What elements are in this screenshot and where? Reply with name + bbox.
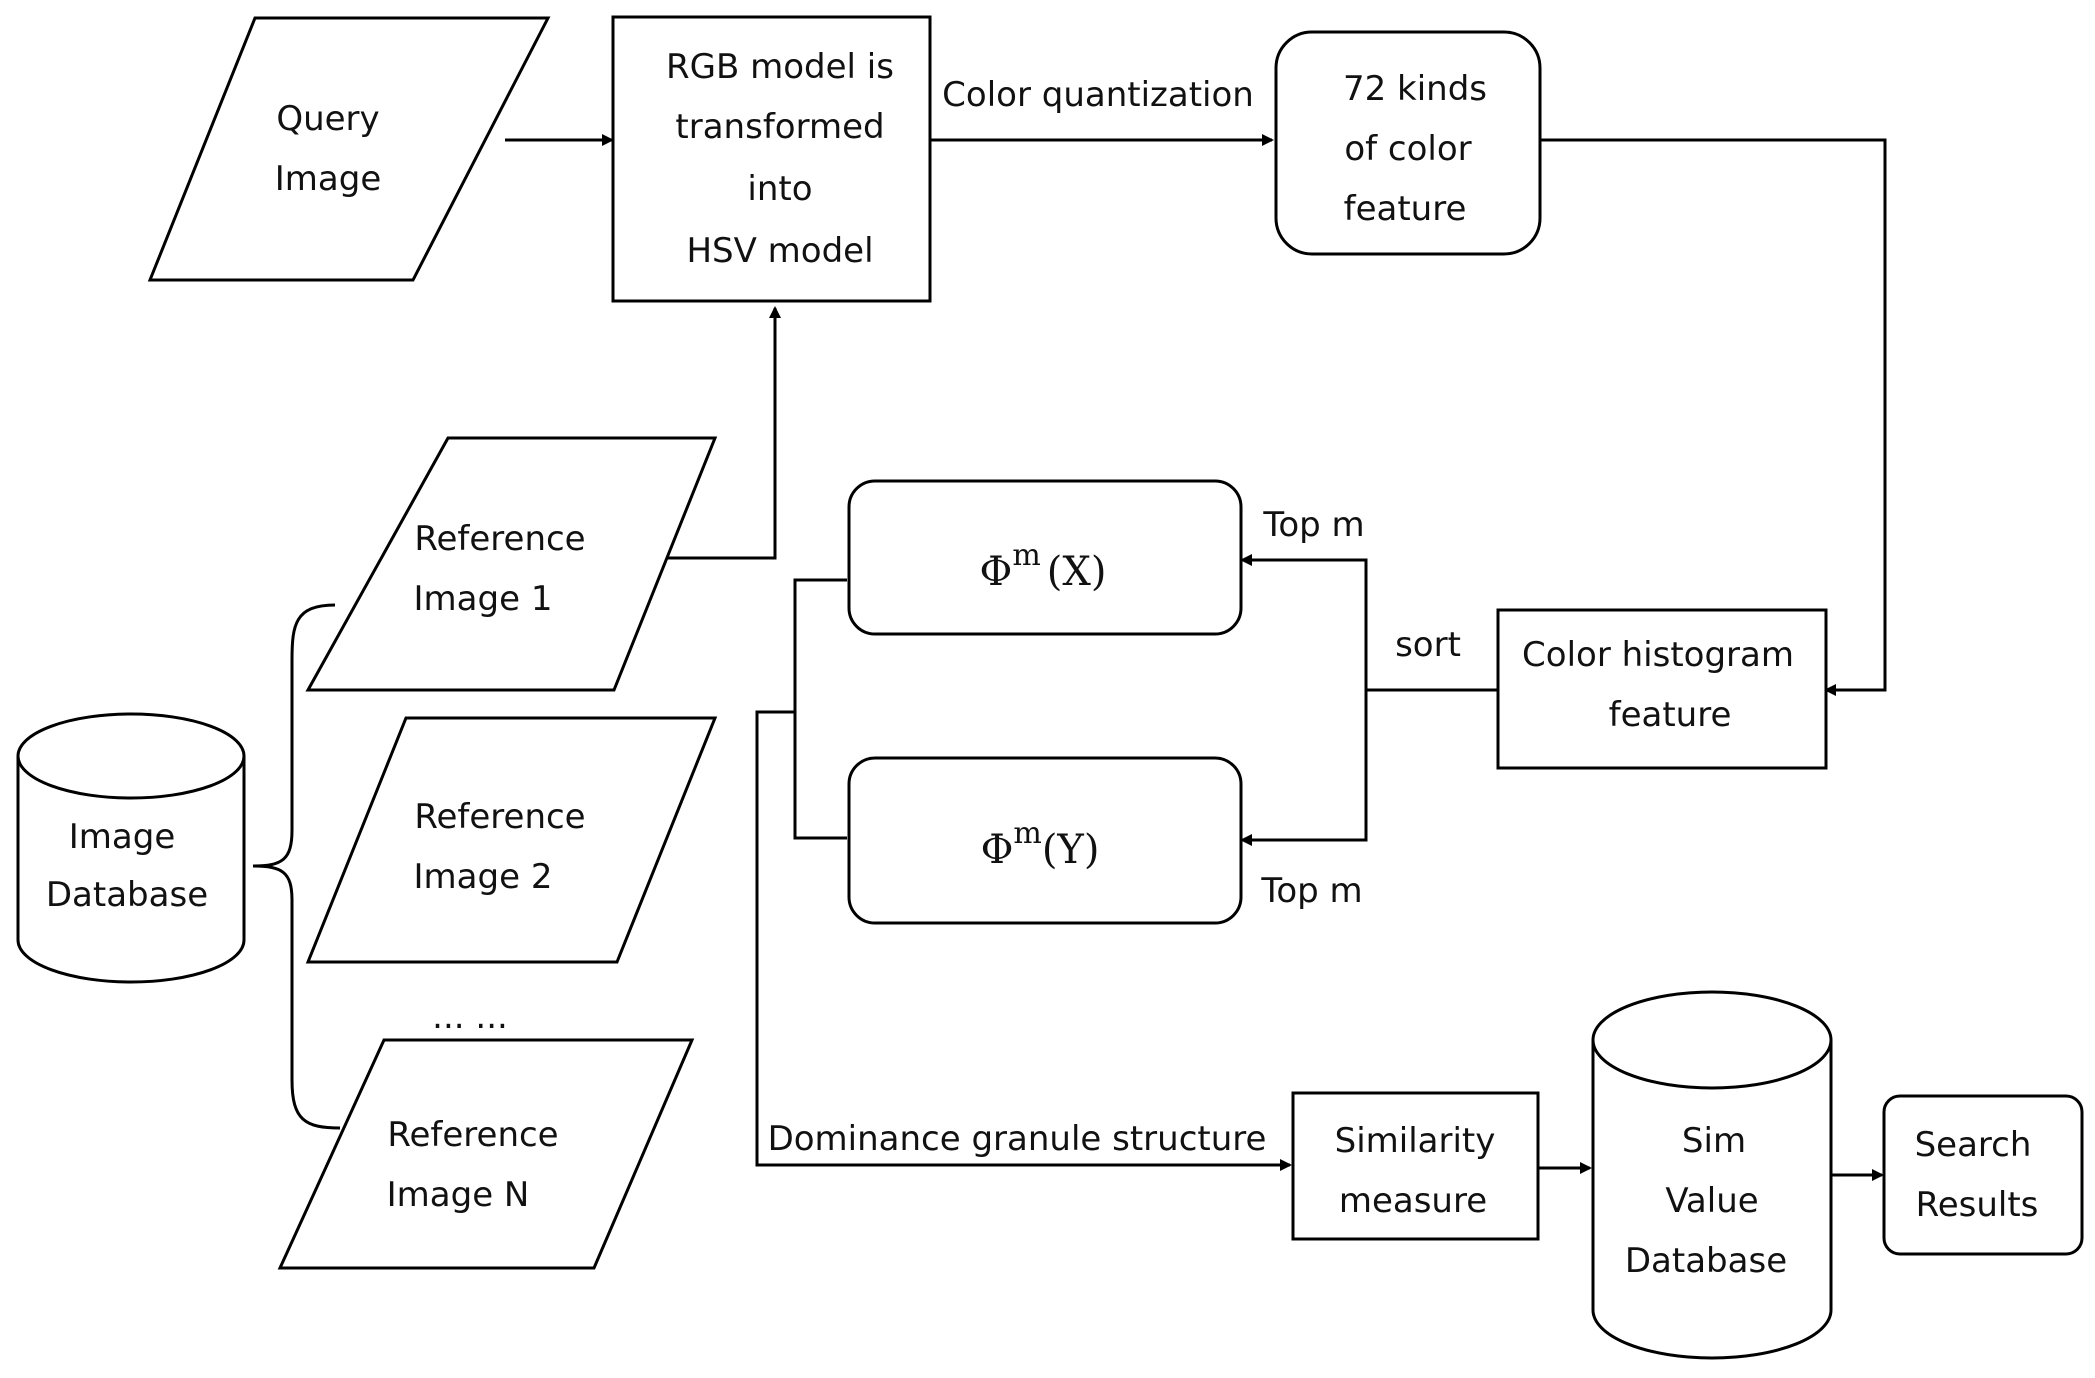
search-results-line-2: Results bbox=[1916, 1185, 2039, 1225]
rgb-hsv-line-4: HSV model bbox=[686, 231, 873, 271]
color-histogram-line-2: feature bbox=[1609, 695, 1732, 735]
brace-image-database bbox=[252, 603, 341, 1130]
phi-y-base: Φ bbox=[981, 827, 1014, 873]
similarity-line-1: Similarity bbox=[1335, 1121, 1496, 1161]
reference-2-line-1: Reference bbox=[414, 797, 585, 837]
sim-value-line-1: Sim bbox=[1682, 1121, 1746, 1161]
query-image-line-2: Image bbox=[275, 159, 381, 199]
phi-y-arg: (Y) bbox=[1042, 827, 1100, 873]
rgb-hsv-line-1: RGB model is bbox=[666, 47, 894, 87]
phi-x-base: Φ bbox=[980, 549, 1013, 595]
node-reference-image-2: Reference Image 2 bbox=[305, 716, 718, 964]
edge-sort-to-phi-x bbox=[1240, 554, 1368, 690]
phi-x-sup: m bbox=[1012, 538, 1040, 573]
node-rgb-hsv: RGB model is transformed into HSV model bbox=[611, 15, 932, 303]
label-top-m-upper: Top m bbox=[1262, 505, 1364, 545]
color-kinds-line-1: 72 kinds bbox=[1343, 69, 1487, 109]
edge-reference-to-rgb bbox=[663, 306, 781, 560]
color-kinds-line-3: feature bbox=[1344, 189, 1467, 229]
label-color-quantization: Color quantization bbox=[942, 75, 1254, 115]
phi-y-sup: m bbox=[1013, 816, 1041, 851]
label-dominance: Dominance granule structure bbox=[768, 1119, 1267, 1159]
reference-n-line-2: Image N bbox=[387, 1175, 530, 1215]
search-results-line-1: Search bbox=[1915, 1125, 2032, 1165]
edge-sort-to-phi-y bbox=[1240, 690, 1368, 846]
rgb-hsv-line-3: into bbox=[747, 169, 812, 209]
phi-x-formula: Φm(X) bbox=[980, 538, 1107, 595]
edge-dominance bbox=[755, 710, 1292, 1171]
node-search-results: Search Results bbox=[1882, 1094, 2084, 1256]
label-sort: sort bbox=[1395, 625, 1461, 665]
color-kinds-line-2: of color bbox=[1344, 129, 1471, 169]
edge-phi-bracket bbox=[793, 578, 847, 840]
node-phi-y: Φm(Y) bbox=[847, 756, 1243, 925]
node-reference-image-1: Reference Image 1 bbox=[305, 436, 718, 692]
query-image-line-1: Query bbox=[276, 99, 379, 139]
node-query-image: Query Image bbox=[147, 16, 551, 282]
node-sim-value-database: Sim Value Database bbox=[1591, 990, 1833, 1360]
rgb-hsv-line-2: transformed bbox=[675, 107, 884, 147]
edges bbox=[252, 134, 1887, 1181]
ellipsis-label: ... ... bbox=[432, 997, 508, 1037]
color-histogram-line-1: Color histogram bbox=[1522, 635, 1794, 675]
phi-x-arg: (X) bbox=[1047, 549, 1107, 595]
image-database-line-1: Image bbox=[69, 817, 175, 857]
node-color-kinds: 72 kinds of color feature bbox=[1274, 30, 1542, 256]
sim-value-line-2: Value bbox=[1665, 1181, 1758, 1221]
phi-y-formula: Φm(Y) bbox=[981, 816, 1100, 873]
image-database-line-2: Database bbox=[46, 875, 208, 915]
reference-1-line-2: Image 1 bbox=[414, 579, 553, 619]
sim-value-line-3: Database bbox=[1625, 1241, 1787, 1281]
label-top-m-lower: Top m bbox=[1260, 871, 1362, 911]
edge-kinds-to-histogram bbox=[1540, 138, 1887, 696]
node-reference-image-n: Reference Image N bbox=[277, 1038, 695, 1270]
node-phi-x: Φm(X) bbox=[847, 479, 1243, 636]
node-image-database: Image Database bbox=[16, 712, 246, 984]
similarity-line-2: measure bbox=[1339, 1181, 1487, 1221]
node-color-histogram: Color histogram feature bbox=[1496, 608, 1828, 770]
reference-2-line-2: Image 2 bbox=[414, 857, 553, 897]
reference-n-line-1: Reference bbox=[387, 1115, 558, 1155]
reference-1-line-1: Reference bbox=[414, 519, 585, 559]
node-similarity-measure: Similarity measure bbox=[1291, 1091, 1540, 1241]
